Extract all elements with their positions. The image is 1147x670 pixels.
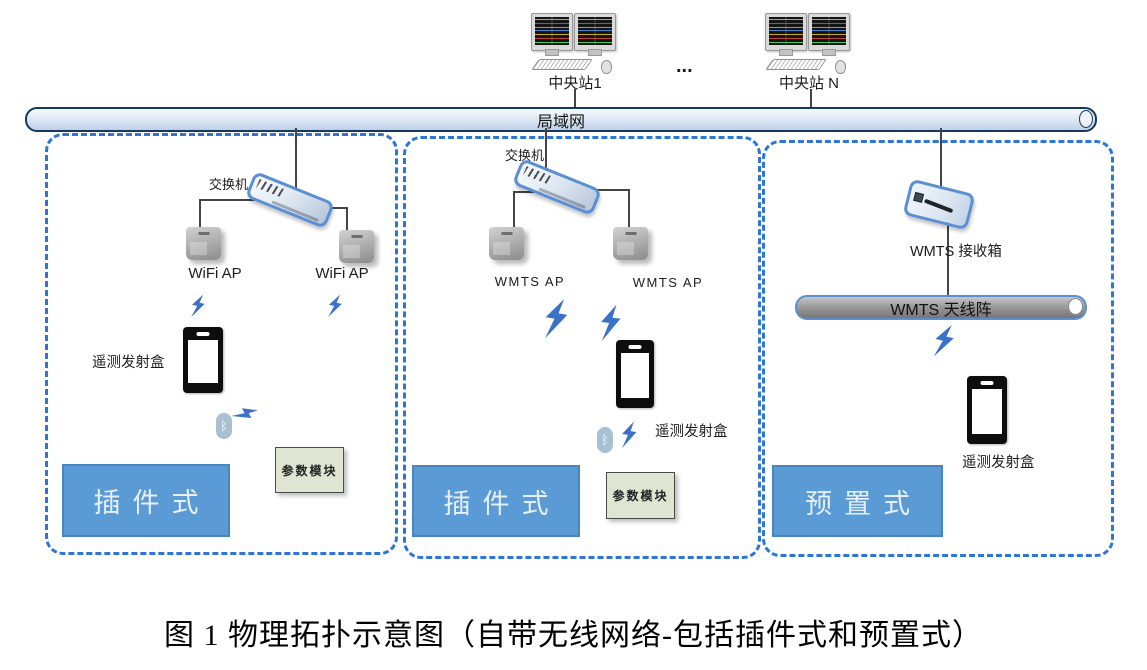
wmts-ap-icon <box>613 227 648 260</box>
zone1-boundary <box>45 133 398 555</box>
ap-label: WiFi AP <box>315 265 369 282</box>
cable-line <box>199 199 261 201</box>
cable-line <box>940 128 942 192</box>
monitor-icon <box>765 13 807 51</box>
cable-line <box>513 191 545 193</box>
wifi-ap-icon <box>339 230 374 263</box>
monitor-icon <box>531 13 573 51</box>
cable-line <box>574 89 576 107</box>
bluetooth-glyph: ᛒ <box>601 433 609 447</box>
wireless-bolt-icon <box>322 290 347 322</box>
telemetry-phone-icon <box>967 376 1007 444</box>
cable-line <box>295 128 297 199</box>
zone3-type-label: 预置式 <box>805 488 922 519</box>
zone2-type-label: 插件式 <box>443 488 561 519</box>
monitor-icon <box>574 13 616 51</box>
telemetry-phone-icon <box>616 340 654 408</box>
wireless-bolt-icon <box>927 318 962 363</box>
wireless-bolt-icon <box>185 290 210 322</box>
zone1-type-label: 插件式 <box>93 488 211 518</box>
keyboard-icon <box>531 59 593 70</box>
telemetry-phone-icon <box>183 327 223 393</box>
lan-bus: 局域网 <box>25 107 1097 132</box>
switch-label: 交换机 <box>209 177 249 192</box>
wireless-bolt-icon <box>536 285 577 353</box>
figure-caption: 图 1 物理拓扑示意图（自带无线网络-包括插件式和预置式） <box>164 619 983 652</box>
ap-label: WiFi AP <box>188 265 242 282</box>
param-module-label: 参数模块 <box>281 463 338 478</box>
wireless-bolt-icon <box>616 415 641 455</box>
cable-line <box>580 189 628 191</box>
cable-line <box>810 89 812 107</box>
cable-line <box>628 189 630 229</box>
lan-label: 局域网 <box>536 113 585 131</box>
central-station-1-icon <box>531 13 619 74</box>
zone3-type-box: 预置式 <box>772 465 943 537</box>
keyboard-icon <box>765 59 827 70</box>
central-station-n-label: 中央站 N <box>778 75 839 92</box>
antenna-label: WMTS 天线阵 <box>890 301 992 319</box>
zone2-type-box: 插件式 <box>412 465 580 537</box>
wireless-bolt-icon <box>594 293 627 354</box>
cable-line <box>545 128 547 187</box>
ap-label: WMTS AP <box>494 274 566 289</box>
zone1-type-box: 插件式 <box>62 464 230 537</box>
bluetooth-icon: ᛒ <box>216 413 232 439</box>
cable-line <box>199 199 201 229</box>
transmitter-label: 遥测发射盒 <box>655 424 728 440</box>
transmitter-label: 遥测发射盒 <box>92 355 165 371</box>
bluetooth-glyph: ᛒ <box>220 419 228 433</box>
central-station-1-label: 中央站1 <box>548 75 602 92</box>
cable-line <box>513 191 515 229</box>
monitor-icon <box>808 13 850 51</box>
receiver-label: WMTS 接收箱 <box>910 244 1002 260</box>
wifi-ap-icon <box>186 227 221 260</box>
central-station-n-icon <box>765 13 853 74</box>
bluetooth-icon: ᛒ <box>597 427 613 453</box>
param-module-box: 参数模块 <box>606 472 675 519</box>
switch-label: 交换机 <box>505 148 545 163</box>
cable-line <box>947 220 949 296</box>
wmts-antenna-array: WMTS 天线阵 <box>795 295 1087 320</box>
ap-label: WMTS AP <box>632 275 704 290</box>
mouse-icon <box>835 60 846 74</box>
zone3-boundary <box>762 140 1114 557</box>
param-module-label: 参数模块 <box>612 489 669 503</box>
wmts-ap-icon <box>489 227 524 260</box>
wireless-bolt-icon <box>226 396 264 431</box>
param-module-box: 参数模块 <box>275 447 344 493</box>
ellipsis-label: ... <box>676 55 693 77</box>
mouse-icon <box>601 60 612 74</box>
zone2-boundary <box>403 136 761 559</box>
transmitter-label: 遥测发射盒 <box>962 455 1035 471</box>
cable-line <box>346 207 348 233</box>
